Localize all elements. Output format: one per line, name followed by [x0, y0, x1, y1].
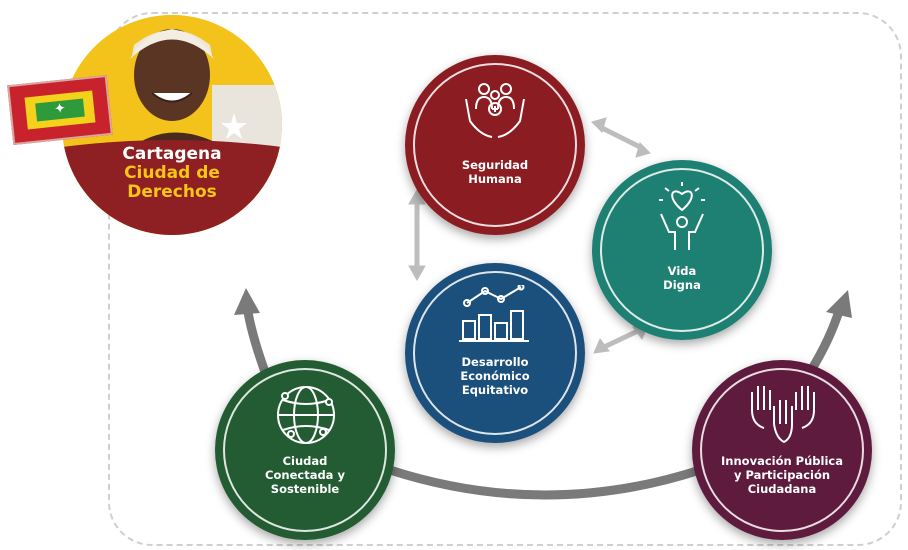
node-label-line: Ciudad [282, 454, 328, 468]
node-label-line: Ciudadana [747, 482, 817, 496]
network-globe-icon [277, 386, 335, 444]
node-innovacion-publica: Innovación Pública y Participación Ciuda… [692, 360, 872, 540]
node-label-line: Digna [663, 278, 701, 292]
node-label-line: Innovación Pública [721, 454, 843, 468]
node-label-line: Humana [468, 172, 522, 186]
logo-title: Cartagena Ciudad de Derechos [62, 145, 282, 202]
dashed-frame [108, 12, 902, 546]
logo-line-3: Derechos [127, 182, 217, 202]
node-ciudad-conectada: Ciudad Conectada y Sostenible [215, 360, 395, 540]
node-label-line: Económico [460, 369, 530, 383]
node-label-line: Seguridad [461, 158, 529, 172]
node-desarrollo-economico: Desarrollo Económico Equitativo [405, 263, 585, 443]
logo-line-1: Cartagena [122, 144, 222, 164]
node-label-line: Desarrollo [461, 355, 529, 369]
cartagena-flag: ✦ [7, 74, 113, 146]
node-seguridad-humana: Seguridad Humana [405, 55, 585, 235]
portrait-illustration [62, 15, 282, 235]
hands-family-icon [465, 83, 525, 138]
flag-star-icon: ✦ [53, 100, 67, 118]
person-heart-icon [659, 182, 705, 250]
node-label-line: Conectada y [265, 468, 345, 482]
node-vida-digna: Vida Digna [592, 160, 772, 340]
node-label-line: Sostenible [270, 482, 340, 496]
bar-chart-icon [459, 285, 529, 342]
node-label-line: y Participación [733, 468, 831, 482]
raised-hands-icon [751, 386, 815, 444]
node-label-line: Vida [667, 264, 697, 278]
node-label-line: Equitativo [461, 383, 529, 397]
logo-line-2: Ciudad de [124, 163, 220, 183]
